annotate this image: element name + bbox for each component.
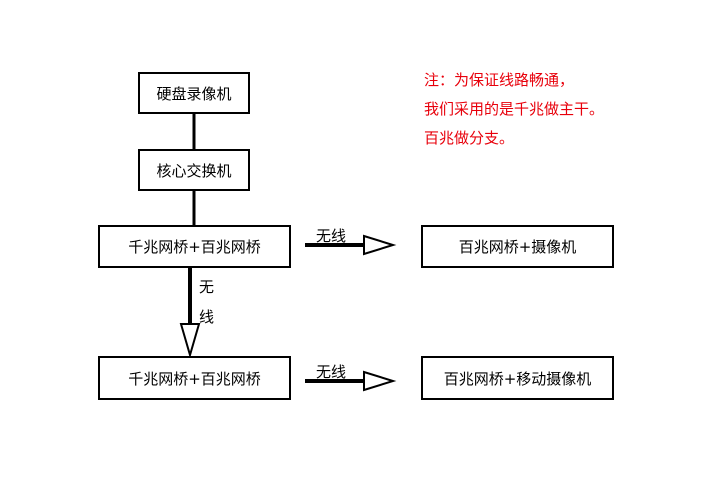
bridge-row1-left-node: 千兆网桥+百兆网桥 [98, 225, 291, 268]
wireless-arrow-row2-head [363, 370, 397, 392]
bridge-row2-right-node: 百兆网桥+移动摄像机 [421, 356, 614, 400]
wireless-label-vertical-1: 无 [199, 278, 215, 296]
note-line-3: 百兆做分支。 [424, 129, 515, 147]
wireless-arrow-row1-head [363, 234, 397, 256]
wireless-label-row2: 无线 [316, 363, 347, 381]
wireless-arrow-vertical-head [179, 323, 201, 359]
bridge-row1-right-node: 百兆网桥+摄像机 [421, 225, 614, 268]
design-note: 注：为保证线路畅通， 我们采用的是千兆做主干。 百兆做分支。 [424, 66, 604, 153]
dvr-node: 硬盘录像机 [138, 72, 250, 114]
bridge-row2-left-node: 千兆网桥+百兆网桥 [98, 356, 291, 400]
wireless-label-row1: 无线 [316, 227, 347, 245]
core-switch-node: 核心交换机 [138, 149, 250, 191]
wireless-label-vertical-2: 线 [199, 308, 215, 326]
note-line-2: 我们采用的是千兆做主干。 [424, 100, 605, 118]
note-line-1: 注：为保证线路畅通， [424, 71, 575, 89]
